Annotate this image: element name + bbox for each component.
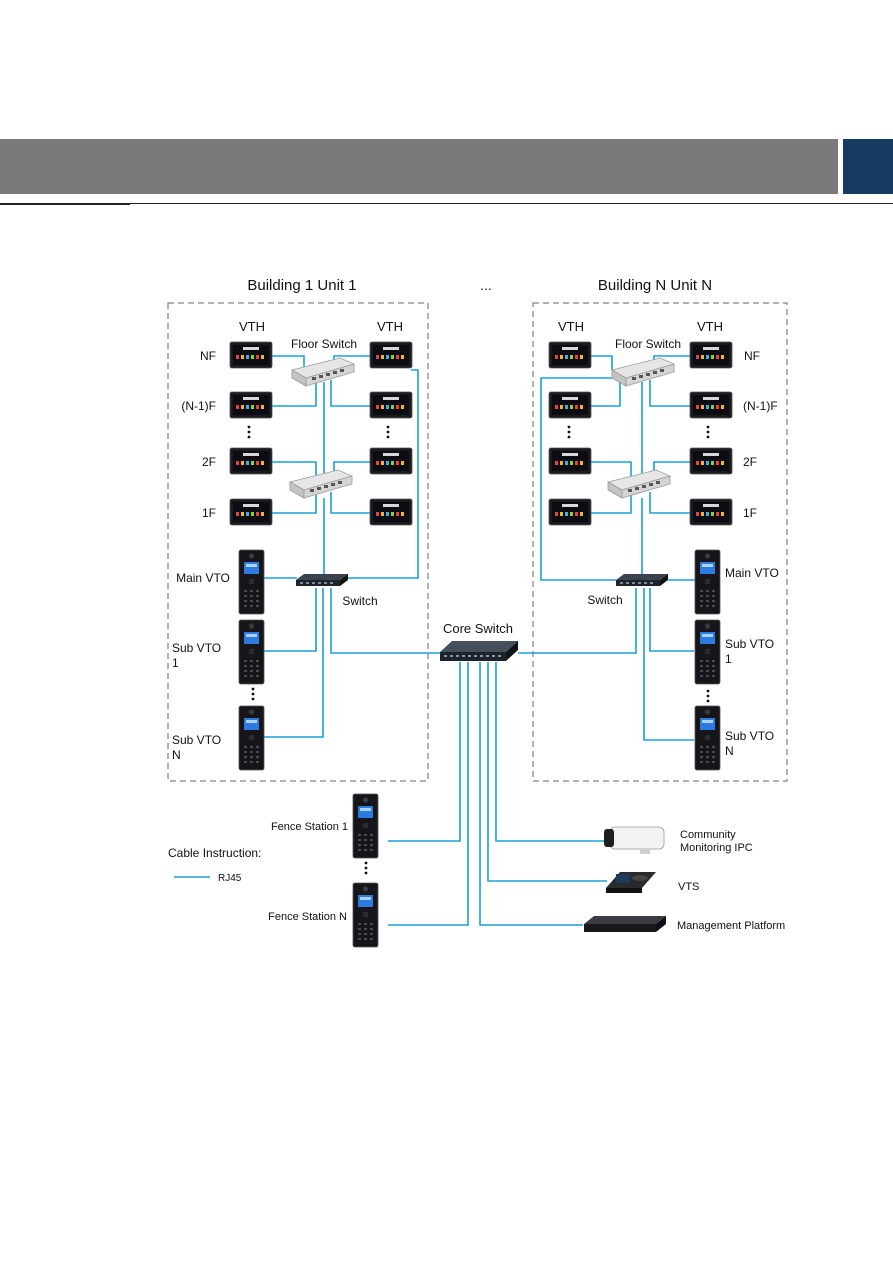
b1-floor-switch-top bbox=[291, 357, 355, 387]
bn-2f-label: 2F bbox=[743, 455, 757, 469]
fence-station-n-label: Fence Station N bbox=[268, 911, 347, 923]
label-continuation: Monitoring IPC bbox=[680, 842, 753, 854]
building-n-title: Building N Unit N bbox=[598, 277, 712, 294]
building-1-boundary bbox=[167, 302, 429, 782]
bn-vth-2f-left bbox=[548, 447, 592, 475]
bn-sub-vto-1 bbox=[694, 619, 721, 685]
b1-vth-nf-left bbox=[229, 341, 273, 369]
vertical-ellipsis-marks bbox=[247, 425, 710, 875]
b1-sub-vto-1 bbox=[238, 619, 265, 685]
b1-floor-switch-bottom bbox=[289, 469, 353, 499]
fence-station-n bbox=[352, 882, 379, 948]
bn-vth-1f-left bbox=[548, 498, 592, 526]
label-continuation: 1 bbox=[725, 652, 732, 666]
b1-vth-nf-right bbox=[369, 341, 413, 369]
vts-console-icon bbox=[606, 872, 656, 893]
bn-floor-switch-bottom bbox=[607, 469, 671, 499]
bn-vth-left-label: VTH bbox=[558, 319, 584, 334]
b1-building-switch bbox=[296, 574, 348, 586]
b1-main-vto-label: Main VTO bbox=[176, 571, 230, 585]
bn-vth-n1f-left bbox=[548, 391, 592, 419]
bn-vth-right-label: VTH bbox=[697, 319, 723, 334]
fence-station-1-label: Fence Station 1 bbox=[271, 821, 348, 833]
building-n-boundary bbox=[532, 302, 788, 782]
header-bar bbox=[0, 139, 838, 194]
bn-n1f-label: (N-1)F bbox=[743, 399, 778, 413]
b1-vth-n1f-right bbox=[369, 391, 413, 419]
bn-floor-switch-top bbox=[611, 357, 675, 387]
buildings-ellipsis: ... bbox=[480, 277, 492, 293]
header-divider bbox=[0, 203, 893, 204]
b1-vth-1f-left bbox=[229, 498, 273, 526]
bn-1f-label: 1F bbox=[743, 506, 757, 520]
b1-vth-left-label: VTH bbox=[239, 319, 265, 334]
bn-main-vto bbox=[694, 549, 721, 615]
camera-icon bbox=[604, 826, 665, 854]
b1-2f-label: 2F bbox=[202, 455, 216, 469]
bn-vth-nf-right bbox=[689, 341, 733, 369]
b1-nf-label: NF bbox=[200, 349, 216, 363]
label-continuation: N bbox=[725, 744, 734, 758]
b1-vth-1f-right bbox=[369, 498, 413, 526]
b1-vth-n1f-left bbox=[229, 391, 273, 419]
building-1-title: Building 1 Unit 1 bbox=[247, 277, 356, 294]
vts-label: VTS bbox=[678, 881, 699, 893]
bn-building-switch bbox=[616, 574, 668, 586]
bn-switch-label: Switch bbox=[587, 593, 622, 607]
bn-vth-2f-right bbox=[689, 447, 733, 475]
b1-1f-label: 1F bbox=[202, 506, 216, 520]
b1-vth-2f-left bbox=[229, 447, 273, 475]
core-switch-label: Core Switch bbox=[443, 621, 513, 636]
fence-station-1 bbox=[352, 793, 379, 859]
label-continuation: N bbox=[172, 748, 181, 762]
bn-vth-nf-left bbox=[548, 341, 592, 369]
bn-vth-n1f-right bbox=[689, 391, 733, 419]
bn-main-vto-label: Main VTO bbox=[725, 566, 779, 580]
bn-vth-1f-right bbox=[689, 498, 733, 526]
bn-sub-vto-n bbox=[694, 705, 721, 771]
header-divider-accent bbox=[0, 203, 130, 205]
management-platform-label: Management Platform bbox=[677, 920, 785, 932]
bn-floor-switch-label: Floor Switch bbox=[615, 337, 681, 351]
label-continuation: 1 bbox=[172, 656, 179, 670]
b1-main-vto bbox=[238, 549, 265, 615]
header-tab bbox=[843, 139, 893, 194]
core-switch bbox=[440, 641, 518, 661]
b1-vth-2f-right bbox=[369, 447, 413, 475]
cable-instruction-title: Cable Instruction: bbox=[168, 846, 261, 860]
b1-switch-label: Switch bbox=[342, 594, 377, 608]
rj45-legend-label: RJ45 bbox=[218, 873, 242, 884]
b1-n1f-label: (N-1)F bbox=[181, 399, 216, 413]
b1-sub-vto-n bbox=[238, 705, 265, 771]
b1-floor-switch-label: Floor Switch bbox=[291, 337, 357, 351]
server-icon bbox=[584, 916, 666, 932]
bn-nf-label: NF bbox=[744, 349, 760, 363]
b1-vth-right-label: VTH bbox=[377, 319, 403, 334]
